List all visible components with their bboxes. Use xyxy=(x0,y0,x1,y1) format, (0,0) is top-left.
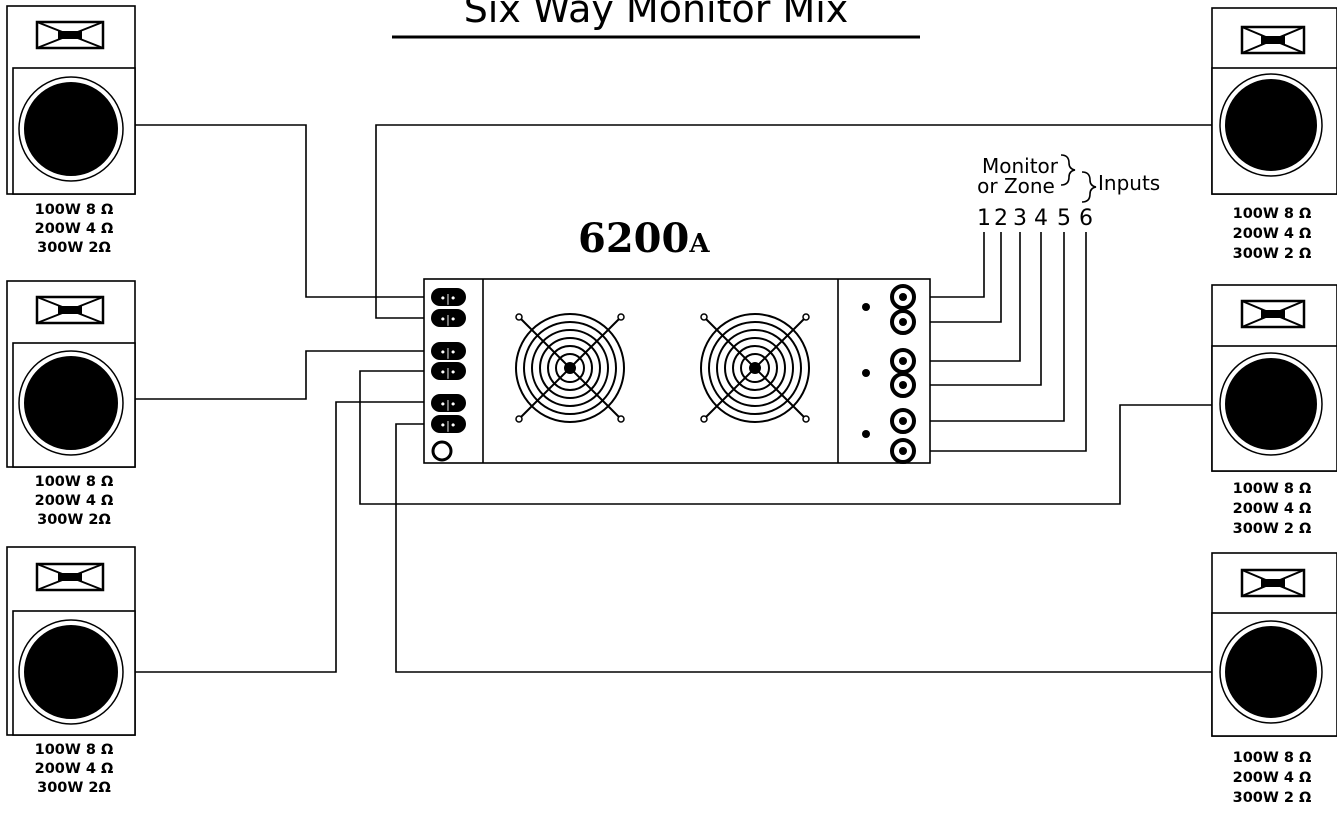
diagram-title: Six Way Monitor Mix xyxy=(464,0,849,31)
rating-line: 300W 2 Ω xyxy=(1233,246,1312,262)
inputs-label-monitor: Monitor xyxy=(982,154,1059,178)
input-jack-3 xyxy=(890,348,916,374)
wire-right-top xyxy=(375,124,1212,319)
rating-line: 300W 2 Ω xyxy=(1233,790,1312,806)
input-jack-2 xyxy=(890,309,916,335)
svg-text:•|•: •|• xyxy=(440,292,457,305)
ratings-right-middle: 100W 8 Ω 200W 4 Ω 300W 2 Ω xyxy=(1233,481,1312,537)
input-wire-2 xyxy=(914,232,1002,323)
rating-line: 100W 8 Ω xyxy=(35,742,114,758)
fan-left-icon xyxy=(515,313,625,423)
input-number-4: 4 xyxy=(1034,206,1048,231)
ratings-right-top: 100W 8 Ω 200W 4 Ω 300W 2 Ω xyxy=(1233,206,1312,262)
svg-text:•|•: •|• xyxy=(440,419,457,432)
woofer-icon xyxy=(1221,622,1321,722)
amplifier-model-label: 6200A xyxy=(578,215,710,262)
ratings-left-bottom: 100W 8 Ω 200W 4 Ω 300W 2Ω xyxy=(35,742,114,796)
rating-line: 200W 4 Ω xyxy=(1233,770,1312,786)
speaker-left-middle xyxy=(6,280,136,468)
rating-line: 300W 2 Ω xyxy=(1233,521,1312,537)
input-jacks xyxy=(862,284,916,464)
input-wire-3 xyxy=(914,232,1021,362)
speaker-right-middle xyxy=(1211,284,1337,472)
input-wire-1 xyxy=(914,232,985,298)
rating-line: 200W 4 Ω xyxy=(1233,501,1312,517)
wire-left-middle xyxy=(135,350,424,400)
speaker-right-bottom xyxy=(1211,552,1337,737)
fan-right-icon xyxy=(700,313,810,423)
input-number-3: 3 xyxy=(1013,206,1027,231)
output-terminal-1: •|• xyxy=(431,288,466,306)
power-connector xyxy=(431,440,453,462)
inputs-label-zone: or Zone xyxy=(977,174,1055,198)
rating-line: 200W 4 Ω xyxy=(1233,226,1312,242)
woofer-icon xyxy=(20,352,122,454)
inputs-label: Inputs xyxy=(1098,171,1160,195)
input-number-5: 5 xyxy=(1057,206,1071,231)
wire-left-bottom xyxy=(135,401,424,673)
output-terminal-5: •|• xyxy=(431,394,466,412)
rating-line: 100W 8 Ω xyxy=(1233,206,1312,222)
input-numbers: 1 2 3 4 5 6 xyxy=(977,206,1093,231)
output-terminals: •|• •|• •|• •|• •|• •|• xyxy=(431,288,466,462)
output-terminal-2: •|• xyxy=(431,309,466,327)
inputs-brace xyxy=(1060,154,1076,186)
input-wire-6 xyxy=(914,232,1087,452)
woofer-icon xyxy=(1221,354,1321,454)
svg-text:•|•: •|• xyxy=(440,398,457,411)
ratings-left-top: 100W 8 Ω 200W 4 Ω 300W 2Ω xyxy=(35,202,114,256)
svg-text:•|•: •|• xyxy=(440,346,457,359)
input-jack-4 xyxy=(890,372,916,398)
inputs-brace-2 xyxy=(1081,171,1097,203)
rating-line: 300W 2Ω xyxy=(37,240,111,256)
speaker-right-top xyxy=(1211,7,1337,195)
amplifier: •|• •|• •|• •|• •|• •|• xyxy=(423,278,931,464)
woofer-icon xyxy=(20,621,122,723)
wire-right-bottom xyxy=(395,423,1212,673)
amplifier-chassis xyxy=(423,278,931,464)
input-jack-5 xyxy=(890,408,916,434)
speaker-left-bottom xyxy=(6,546,136,736)
ratings-right-bottom: 100W 8 Ω 200W 4 Ω 300W 2 Ω xyxy=(1233,750,1312,806)
input-wire-4 xyxy=(914,232,1042,386)
rating-line: 300W 2Ω xyxy=(37,780,111,796)
input-number-1: 1 xyxy=(977,206,991,231)
rating-line: 100W 8 Ω xyxy=(1233,481,1312,497)
rating-line: 200W 4 Ω xyxy=(35,493,114,509)
svg-text:•|•: •|• xyxy=(440,366,457,379)
wire-left-top xyxy=(135,124,424,298)
rating-line: 100W 8 Ω xyxy=(1233,750,1312,766)
rating-line: 300W 2Ω xyxy=(37,512,111,528)
output-terminal-4: •|• xyxy=(431,362,466,380)
svg-text:•|•: •|• xyxy=(440,313,457,326)
input-jack-6 xyxy=(890,438,916,464)
input-number-6: 6 xyxy=(1079,206,1093,231)
rating-line: 100W 8 Ω xyxy=(35,474,114,490)
woofer-icon xyxy=(1221,75,1321,175)
speaker-wires xyxy=(135,124,1212,673)
output-terminal-3: •|• xyxy=(431,342,466,360)
speaker-left-top xyxy=(6,5,136,195)
wire-right-middle xyxy=(359,370,1212,505)
input-number-2: 2 xyxy=(994,206,1008,231)
rating-line: 200W 4 Ω xyxy=(35,221,114,237)
rating-line: 200W 4 Ω xyxy=(35,761,114,777)
ratings-left-middle: 100W 8 Ω 200W 4 Ω 300W 2Ω xyxy=(35,474,114,528)
input-wires xyxy=(914,232,1087,452)
woofer-icon xyxy=(20,78,122,180)
output-terminal-6: •|• xyxy=(431,415,466,433)
input-jack-1 xyxy=(890,284,916,310)
input-wire-5 xyxy=(914,232,1065,422)
rating-line: 100W 8 Ω xyxy=(35,202,114,218)
